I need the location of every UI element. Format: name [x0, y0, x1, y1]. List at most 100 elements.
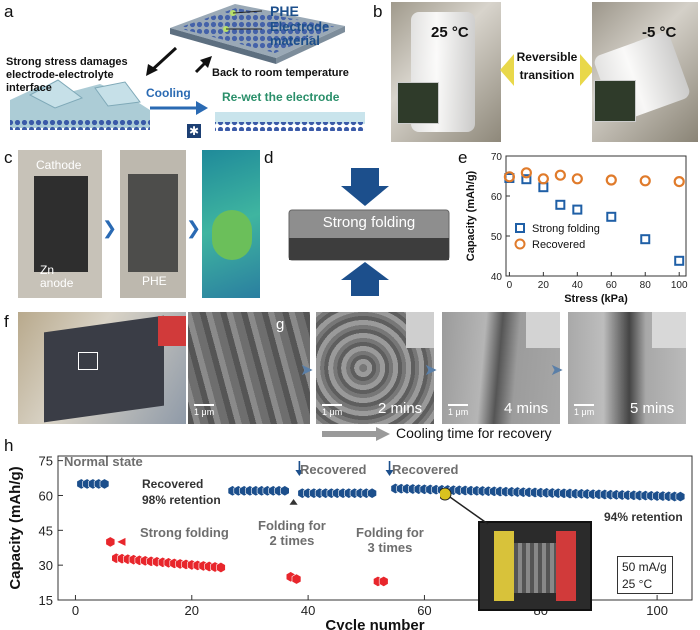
x-tick-label: 0 [507, 280, 513, 291]
photo-folded-device [18, 312, 186, 424]
stress-line2: electrode-electrolyte [6, 69, 114, 81]
sem-4min: 1 μm 4 mins [442, 312, 560, 424]
y-tick-label: 60 [491, 192, 503, 203]
y-tick-label: 70 [491, 152, 503, 163]
arrow-strong-folding [117, 537, 126, 546]
panel-label-b: b [373, 2, 383, 21]
chevron-right-icon: ❯ [186, 218, 202, 238]
point-recovered [520, 167, 532, 179]
point-recovered [673, 176, 685, 188]
note-94-retention: 94% retention [604, 510, 683, 524]
panel-d-folding: Strong folding [283, 168, 455, 296]
panel-label-e: e [458, 148, 468, 167]
point-strong-folding [674, 255, 685, 266]
point-strong-folding [640, 234, 651, 245]
data-point-hexagon [367, 487, 377, 499]
label-cathode: Cathode [36, 158, 82, 172]
point-recovered [554, 169, 566, 181]
point-recovered [503, 171, 515, 183]
recovered1-line2: 98% retention [142, 493, 221, 507]
arrow-94-retention [289, 498, 298, 505]
x-tick-label: 100 [671, 280, 688, 291]
fold3-line1: Folding for [356, 525, 424, 540]
folded-electrode [44, 315, 164, 423]
point-strong-folding [606, 211, 617, 222]
time-2min: 2 mins [378, 400, 423, 417]
y-tick-label: 75 [39, 454, 53, 469]
data-point-hexagon [378, 575, 389, 587]
x-axis-label: Stress (kPa) [564, 293, 628, 305]
x-tick-label: 20 [538, 280, 550, 291]
interdigitated-electrodes [34, 176, 88, 272]
legend-label: Recovered [532, 239, 585, 251]
note-normal-state: Normal state [64, 454, 143, 469]
cond-line2: 25 °C [622, 577, 653, 591]
cond-line1: 50 mA/g [622, 560, 667, 574]
y-axis-label: Capacity (mAh/g) [465, 170, 477, 261]
sem-5min: 1 μm 5 mins [568, 312, 686, 424]
panel-a-drawing: ✱ [10, 4, 365, 138]
y-tick-label: 30 [39, 558, 53, 573]
inset-structure-cold [594, 80, 636, 122]
x-tick-label: 80 [640, 280, 652, 291]
stress-line3: interface [6, 82, 52, 94]
data-point-hexagon [291, 573, 302, 585]
sem-2min: 1 μm 2 mins [316, 312, 434, 424]
panel-a-schematic: ✱ PHE Electrode material Strong stress d… [0, 0, 370, 145]
panel-label-g: g [276, 316, 285, 333]
y-tick-label: 40 [491, 272, 503, 283]
y-tick-label: 50 [491, 232, 503, 243]
y-tick-label: 15 [39, 593, 53, 608]
legend-marker-square [515, 223, 525, 233]
panel-label-d: d [264, 148, 274, 167]
label-back-room-temp: Back to room temperature [212, 67, 349, 79]
fold3-line2: 3 times [367, 540, 413, 555]
arrowhead-recovered-3 [385, 470, 394, 476]
x-tick-label: 20 [185, 603, 199, 618]
label-temp-cold: -5 °C [642, 24, 677, 41]
note-recovered-1: Recovered 98% retention [142, 476, 221, 508]
label-cooling: Cooling [146, 86, 191, 100]
recovery-arrow [322, 427, 390, 441]
reversible-line1: Reversible [516, 50, 578, 64]
gloved-hand [212, 210, 252, 260]
zn-line1: Zn [40, 263, 55, 277]
label-stress: Strong stress damages electrode-electrol… [6, 56, 128, 95]
sem-initial: g 1 μm [188, 312, 310, 424]
label-reversible: Reversible transition [512, 48, 582, 84]
electrode-line1: Electrode [270, 19, 330, 34]
y-tick-label: 60 [39, 488, 53, 503]
photo-device-electrodes: Cathode Zn anode [18, 150, 102, 298]
arrowhead-recovered-2 [295, 470, 304, 476]
point-strong-folding [555, 199, 566, 210]
label-strong-folding-d: Strong folding [322, 214, 416, 231]
label-zn-anode: Zn anode [40, 264, 73, 290]
legend-label: Strong folding [532, 223, 600, 235]
note-recovered-3: Recovered [392, 462, 459, 477]
label-phe-c: PHE [142, 274, 167, 288]
arrow-right-icon: ➤ [424, 362, 438, 379]
data-point-hexagon [99, 478, 110, 490]
point-recovered [605, 174, 617, 186]
x-axis-label: Cycle number [325, 617, 424, 630]
legend-marker-circle [514, 238, 526, 250]
inset-photo-folded [478, 521, 592, 611]
arrow-right-icon: ➤ [550, 362, 564, 379]
x-tick-label: 0 [72, 603, 79, 618]
down-arrow [341, 186, 389, 206]
x-tick-label: 40 [301, 603, 315, 618]
fold2-line2: 2 times [269, 533, 315, 548]
plot-frame [505, 155, 687, 277]
zn-line2: anode [40, 276, 74, 290]
device-inset [514, 543, 556, 593]
panel-label-h: h [4, 436, 14, 455]
x-tick-label: 100 [646, 603, 668, 618]
scale-bar-4: 1 μm [574, 407, 595, 417]
photo-device-bent [202, 150, 260, 298]
note-recovered-2: Recovered [300, 462, 367, 477]
data-point-hexagon [279, 485, 290, 497]
arrow-right-icon: ➤ [300, 362, 314, 379]
clip-red [158, 316, 186, 346]
up-arrow [341, 262, 389, 280]
